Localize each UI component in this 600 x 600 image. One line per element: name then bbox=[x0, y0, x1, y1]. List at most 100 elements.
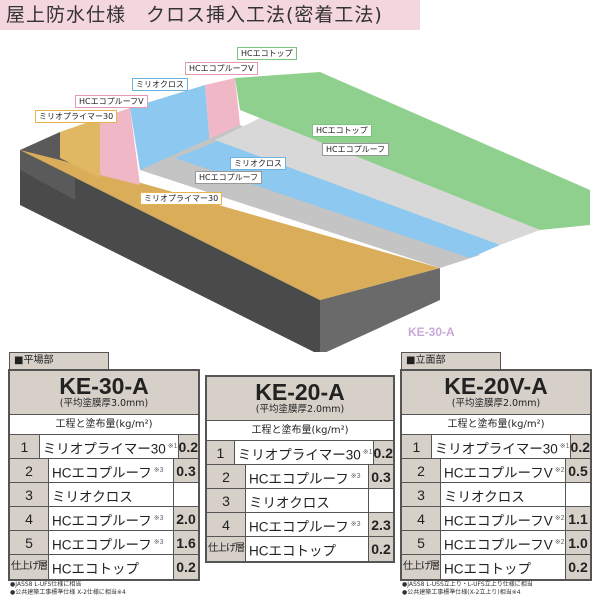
material-label: ミリオプライマー30 bbox=[237, 447, 361, 463]
material-label: HCエコプルーフV bbox=[444, 537, 553, 553]
coverage-value bbox=[174, 483, 198, 506]
step-number: 4 bbox=[25, 511, 33, 527]
table-row: 2 HCエコプルーフ※3 0.3 bbox=[207, 465, 393, 489]
step-number: 2 bbox=[417, 463, 425, 479]
coverage-value: 1.0 bbox=[568, 535, 588, 551]
note-marker: ※3 bbox=[153, 539, 164, 546]
material-label: HCエコプルーフV bbox=[444, 465, 553, 481]
section-tab-flat: ■平場部 bbox=[9, 352, 109, 370]
step-header: 工程と塗布量(kg/m²) bbox=[402, 415, 590, 435]
proof-v-wall bbox=[100, 108, 140, 185]
material-name: HCエコプルーフV※2 bbox=[440, 531, 566, 554]
step-number: 1 bbox=[412, 439, 421, 455]
coverage-value bbox=[566, 483, 590, 506]
coverage-value: 0.5 bbox=[568, 463, 588, 479]
note-marker: ※2 bbox=[554, 539, 565, 546]
table-row: 3 ミリオクロス bbox=[402, 483, 590, 507]
step-number: 仕上げ層 bbox=[208, 543, 245, 554]
step-number: 3 bbox=[222, 493, 230, 509]
coverage-value: 0.3 bbox=[176, 463, 196, 479]
slab-front-face bbox=[20, 150, 320, 352]
step-number: 仕上げ層 bbox=[403, 561, 440, 572]
step-number: 1 bbox=[20, 439, 29, 455]
wall-label-primer: ミリオプライマー30 bbox=[35, 110, 118, 123]
coverage-value: 0.2 bbox=[568, 559, 588, 575]
floor-label-proof-2: HCエコプルーフ bbox=[195, 171, 263, 184]
coverage-value: 0.2 bbox=[178, 439, 198, 455]
material-name: HCエコトップ bbox=[48, 555, 174, 579]
material-label: HCエコトップ bbox=[52, 561, 139, 577]
material-name: ミリオプライマー30※1 bbox=[38, 435, 179, 458]
primer-wall bbox=[60, 118, 100, 178]
material-label: ミリオクロス bbox=[52, 489, 133, 505]
material-name: ミリオプライマー30※1 bbox=[430, 435, 571, 458]
proof-v-wall-2 bbox=[205, 78, 240, 145]
material-name: HCエコプルーフ※3 bbox=[48, 507, 174, 530]
note-marker: ※3 bbox=[153, 515, 164, 522]
coverage-value bbox=[369, 489, 393, 512]
note-marker: ※3 bbox=[153, 467, 164, 474]
wall-label-cross: ミリオクロス bbox=[132, 78, 188, 91]
material-name: ミリオクロス bbox=[245, 489, 369, 512]
step-number: 3 bbox=[417, 487, 425, 503]
spec-code: KE-20-A bbox=[255, 379, 345, 405]
floor-label-cross: ミリオクロス bbox=[230, 157, 286, 170]
step-number: 2 bbox=[25, 463, 33, 479]
section-tab-vertical: ■立面部 bbox=[401, 352, 501, 370]
table-row: 仕上げ層 HCエコトップ 0.2 bbox=[207, 537, 393, 561]
material-name: ミリオクロス bbox=[48, 483, 174, 506]
step-number: 4 bbox=[417, 511, 425, 527]
note-marker: ※2 bbox=[554, 467, 565, 474]
footnote: ●公共建築工事標準仕様(X-2立上り)相当※4 bbox=[402, 589, 521, 596]
material-label: HCエコプルーフ bbox=[52, 465, 152, 481]
material-name: ミリオプライマー30※1 bbox=[233, 441, 374, 464]
material-label: HCエコプルーフ bbox=[52, 537, 152, 553]
footnote: ●JASS8 L-USS立上り・L-UFS立上り仕様に相当 bbox=[402, 581, 533, 588]
coverage-value: 1.6 bbox=[176, 535, 196, 551]
note-marker: ※1 bbox=[362, 449, 373, 456]
coverage-value: 2.0 bbox=[176, 511, 196, 527]
material-label: HCエコトップ bbox=[249, 543, 336, 559]
primer-floor bbox=[20, 150, 440, 300]
material-name: HCエコプルーフ※3 bbox=[245, 513, 369, 536]
note-marker: ※1 bbox=[167, 443, 178, 450]
coverage-value: 0.2 bbox=[570, 439, 590, 455]
material-name: HCエコプルーフV※2 bbox=[440, 459, 566, 482]
note-marker: ※3 bbox=[350, 521, 361, 528]
step-number: 1 bbox=[216, 445, 225, 461]
floor-label-proof: HCエコプルーフ bbox=[322, 143, 390, 156]
step-number: 3 bbox=[25, 487, 33, 503]
table-row: 3 ミリオクロス bbox=[10, 483, 198, 507]
material-name: HCエコプルーフ※3 bbox=[48, 459, 174, 482]
coverage-value: 0.3 bbox=[371, 469, 391, 485]
material-label: HCエコプルーフ bbox=[249, 519, 349, 535]
coverage-value: 1.1 bbox=[568, 511, 588, 527]
material-name: HCエコプルーフV※2 bbox=[440, 507, 566, 530]
material-label: ミリオクロス bbox=[444, 489, 525, 505]
spec-code: KE-20V-A bbox=[444, 373, 548, 399]
layer-illustration bbox=[20, 72, 590, 352]
proof-floor-2 bbox=[215, 118, 540, 245]
note-marker: ※3 bbox=[350, 473, 361, 480]
wall-label-top: HCエコトップ bbox=[237, 47, 297, 60]
coverage-value: 0.2 bbox=[371, 541, 391, 557]
page-title: 屋上防水仕様 クロス挿入工法(密着工法) bbox=[0, 0, 420, 30]
note-marker: ※1 bbox=[559, 443, 570, 450]
material-label: HCエコプルーフ bbox=[249, 471, 349, 487]
step-number: 2 bbox=[222, 469, 230, 485]
material-label: HCエコプルーフ bbox=[52, 513, 152, 529]
step-header: 工程と塗布量(kg/m²) bbox=[10, 415, 198, 435]
